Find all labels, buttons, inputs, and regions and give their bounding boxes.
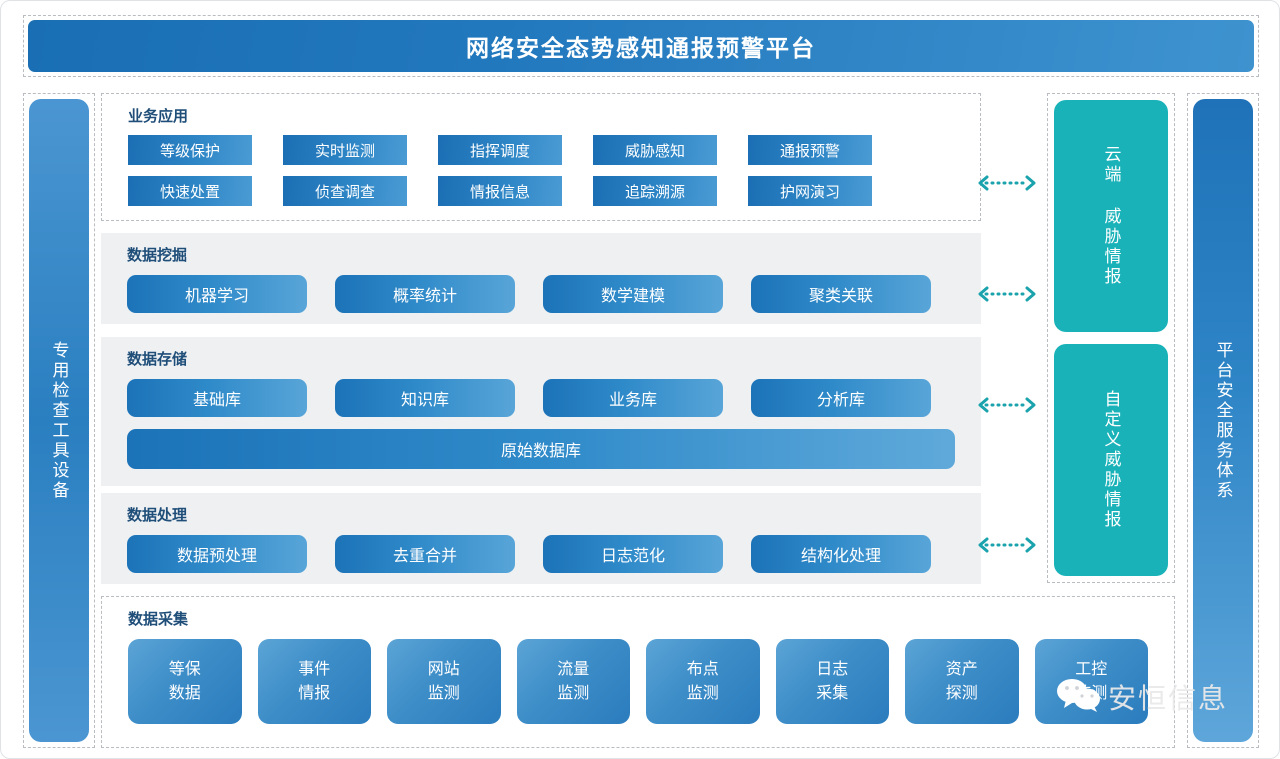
processing-row: 数据预处理 去重合并 日志范化 结构化处理 xyxy=(101,535,981,573)
tile-julei-guanlian[interactable]: 聚类关联 xyxy=(751,275,931,313)
tile-yewu-ku[interactable]: 业务库 xyxy=(543,379,723,417)
tile-line-1: 日志 xyxy=(816,661,849,679)
section-title-processing: 数据处理 xyxy=(127,507,188,524)
tile-wangzhan-jiance[interactable]: 网站 监测 xyxy=(387,639,501,724)
left-sidebar-label: 专用检查工具设备 xyxy=(29,99,89,742)
section-title-business: 业务应用 xyxy=(128,108,189,125)
tile-jiqi-xuexi[interactable]: 机器学习 xyxy=(127,275,307,313)
section-data-collection: 数据采集 等保 数据 事件 情报 网站 监测 流量 监测 xyxy=(101,596,1175,748)
business-row-1: 等级保护 实时监测 指挥调度 威胁感知 通报预警 xyxy=(102,135,980,165)
tile-line-1: 工控 xyxy=(1075,661,1108,679)
tile-shijian-qingbao[interactable]: 事件 情报 xyxy=(257,639,371,724)
tile-huwang-yanxi[interactable]: 护网演习 xyxy=(748,176,872,206)
tile-line-2: 监测 xyxy=(1075,684,1108,702)
custom-threat-intel-panel[interactable]: 自定义威胁情报 xyxy=(1054,344,1168,576)
connector-arrow-business xyxy=(976,173,1038,193)
tile-yuanshi-shujuku[interactable]: 原始数据库 xyxy=(127,429,955,469)
tile-liuliang-jiance[interactable]: 流量 监测 xyxy=(516,639,630,724)
tile-shuju-yuchuli[interactable]: 数据预处理 xyxy=(127,535,307,573)
tile-dengji-baohu[interactable]: 等级保护 xyxy=(128,135,252,165)
storage-wide-row: 原始数据库 xyxy=(101,429,981,469)
section-title-mining: 数据挖掘 xyxy=(127,247,188,264)
platform-title: 网络安全态势感知通报预警平台 xyxy=(28,20,1254,72)
section-title-collection: 数据采集 xyxy=(128,611,189,628)
tile-line-2: 采集 xyxy=(816,684,849,702)
tile-zichan-tance[interactable]: 资产 探测 xyxy=(905,639,1019,724)
tile-line-1: 等保 xyxy=(168,661,201,679)
platform-title-frame: 网络安全态势感知通报预警平台 xyxy=(23,15,1259,77)
tile-line-2: 情报 xyxy=(298,684,331,702)
tile-gailv-tongji[interactable]: 概率统计 xyxy=(335,275,515,313)
tile-rizhi-fanhua[interactable]: 日志范化 xyxy=(543,535,723,573)
cloud-threat-intel-panel[interactable]: 云端 威胁情报 xyxy=(1054,100,1168,332)
tile-zhishi-ku[interactable]: 知识库 xyxy=(335,379,515,417)
section-data-mining: 数据挖掘 机器学习 概率统计 数学建模 聚类关联 xyxy=(101,233,981,324)
tile-shishi-jiance[interactable]: 实时监测 xyxy=(283,135,407,165)
section-title-storage: 数据存储 xyxy=(127,351,188,368)
mining-row: 机器学习 概率统计 数学建模 聚类关联 xyxy=(101,275,981,313)
tile-shuxue-jianmo[interactable]: 数学建模 xyxy=(543,275,723,313)
threat-intel-frame: 云端 威胁情报 自定义威胁情报 xyxy=(1047,93,1175,583)
tile-weixie-ganzhi[interactable]: 威胁感知 xyxy=(593,135,717,165)
tile-gongkong-jiance[interactable]: 工控 监测 xyxy=(1034,639,1148,724)
tile-line-1: 流量 xyxy=(557,661,590,679)
left-sidebar-frame: 专用检查工具设备 xyxy=(23,93,95,748)
tile-zhencha-diaocha[interactable]: 侦查调查 xyxy=(283,176,407,206)
tile-line-2: 数据 xyxy=(168,684,201,702)
section-business-application: 业务应用 等级保护 实时监测 指挥调度 威胁感知 通报预警 快速处置 侦查调查 … xyxy=(101,93,981,221)
tile-line-1: 事件 xyxy=(298,661,331,679)
tile-dengbao-shuju[interactable]: 等保 数据 xyxy=(128,639,242,724)
tile-jiegouhua-chuli[interactable]: 结构化处理 xyxy=(751,535,931,573)
tile-line-1: 布点 xyxy=(686,661,719,679)
tile-line-2: 监测 xyxy=(427,684,460,702)
center-stack: 业务应用 等级保护 实时监测 指挥调度 威胁感知 通报预警 快速处置 侦查调查 … xyxy=(101,93,1175,748)
tile-line-2: 监测 xyxy=(557,684,590,702)
tile-tongbao-yujing[interactable]: 通报预警 xyxy=(748,135,872,165)
business-row-2: 快速处置 侦查调查 情报信息 追踪溯源 护网演习 xyxy=(102,176,980,206)
right-sidebar-label: 平台安全服务体系 xyxy=(1193,99,1253,742)
tile-kuaisu-chuzhi[interactable]: 快速处置 xyxy=(128,176,252,206)
storage-row: 基础库 知识库 业务库 分析库 xyxy=(101,379,981,417)
connector-arrow-mining xyxy=(976,284,1038,304)
tile-zhihui-diaodu[interactable]: 指挥调度 xyxy=(438,135,562,165)
section-data-storage: 数据存储 基础库 知识库 业务库 分析库 原始数据库 xyxy=(101,337,981,486)
tile-fenxi-ku[interactable]: 分析库 xyxy=(751,379,931,417)
connector-arrow-storage xyxy=(976,395,1038,415)
tile-line-2: 探测 xyxy=(945,684,978,702)
right-sidebar-frame: 平台安全服务体系 xyxy=(1187,93,1259,748)
collection-row: 等保 数据 事件 情报 网站 监测 流量 监测 布点 监测 xyxy=(102,639,1174,724)
tile-qingbao-xinxi[interactable]: 情报信息 xyxy=(438,176,562,206)
connector-arrow-processing xyxy=(976,535,1038,555)
tile-rizhi-caiji[interactable]: 日志 采集 xyxy=(775,639,889,724)
tile-quchong-hebing[interactable]: 去重合并 xyxy=(335,535,515,573)
tile-budian-jiance[interactable]: 布点 监测 xyxy=(646,639,760,724)
tile-zhuizong-suyuan[interactable]: 追踪溯源 xyxy=(593,176,717,206)
tile-line-2: 监测 xyxy=(686,684,719,702)
tile-jichu-ku[interactable]: 基础库 xyxy=(127,379,307,417)
tile-line-1: 资产 xyxy=(945,661,978,679)
tile-line-1: 网站 xyxy=(427,661,460,679)
section-data-processing: 数据处理 数据预处理 去重合并 日志范化 结构化处理 xyxy=(101,493,981,584)
